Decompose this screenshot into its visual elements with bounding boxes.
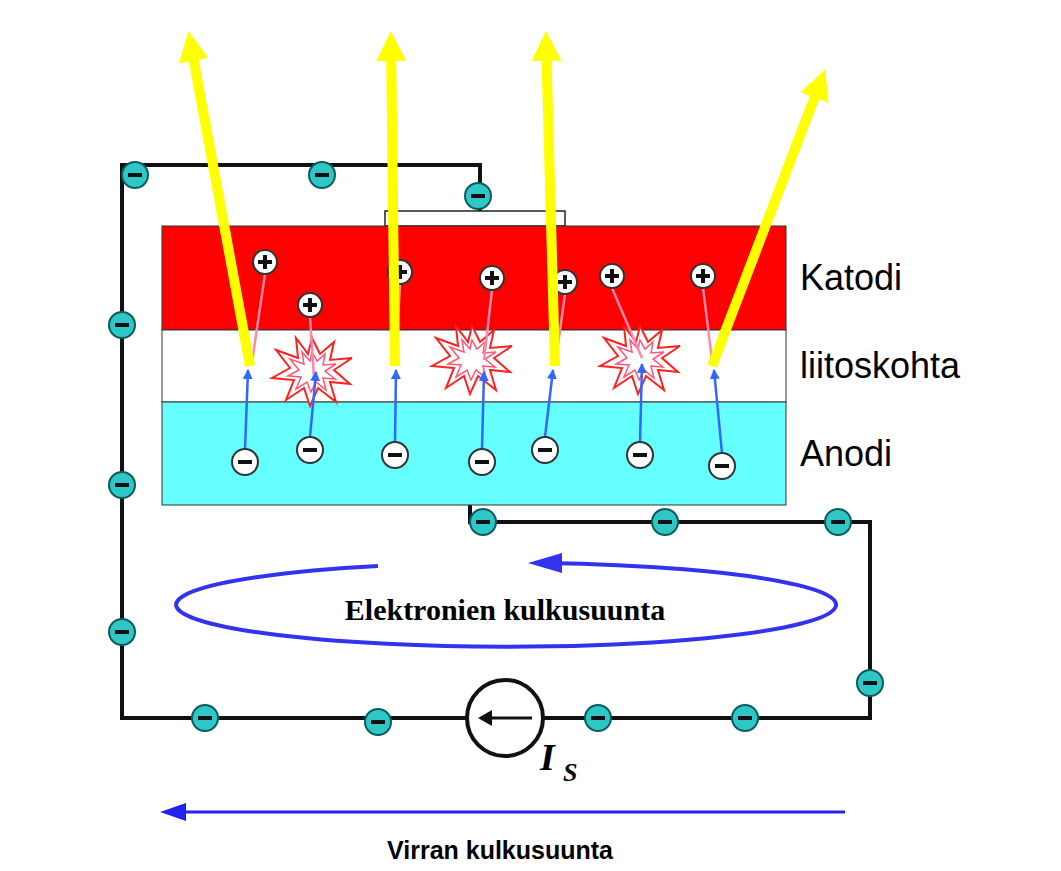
junction-band: liitoskohta <box>162 330 786 402</box>
band-label: liitoskohta <box>800 348 960 384</box>
current-symbol: I <box>540 738 555 776</box>
current-direction-label: Virran kulkusuunta <box>387 838 613 863</box>
loop-label: Elektronien kulkusuunta <box>341 595 669 625</box>
electron-loop: Elektronien kulkusuunta <box>341 595 669 629</box>
current-subscript: S <box>563 760 577 786</box>
cathode-band: Katodi <box>162 226 786 330</box>
band-label: Katodi <box>800 260 902 296</box>
band-label: Anodi <box>800 436 892 472</box>
anode-band: Anodi <box>162 402 786 505</box>
